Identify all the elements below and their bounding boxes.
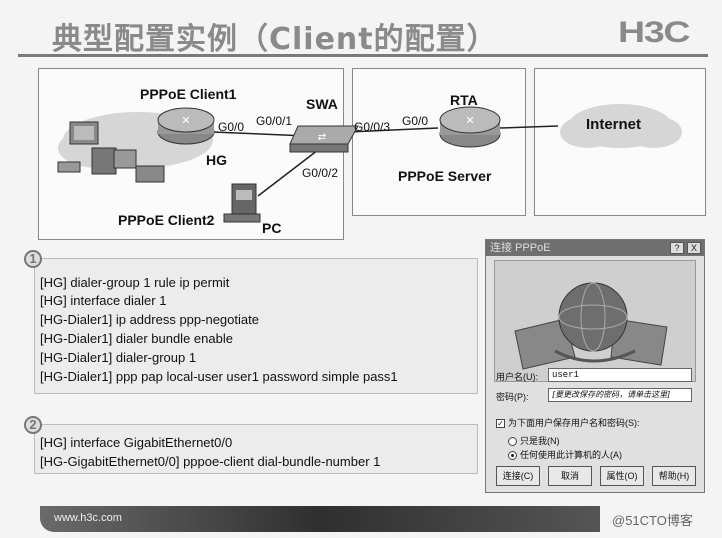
- page-title: 典型配置实例（Client的配置）: [52, 22, 498, 57]
- client1-port-label: G0/0: [218, 120, 245, 134]
- rta-label: RTA: [450, 92, 478, 108]
- dialog-close-button[interactable]: X: [687, 242, 701, 254]
- server-label: PPPoE Server: [398, 168, 492, 184]
- save-credentials-label: 为下面用户保存用户名和密码(S):: [508, 418, 640, 428]
- step2-line: [HG-GigabitEthernet0/0] pppoe-client dia…: [40, 454, 381, 469]
- svg-text:⇄: ⇄: [318, 132, 326, 143]
- dialog-help-button[interactable]: ?: [670, 242, 684, 254]
- radio-me-option[interactable]: 只是我(N): [508, 434, 560, 447]
- username-label: 用户名(U):: [496, 372, 538, 382]
- radio-all-label: 任何使用此计算机的人(A): [520, 450, 622, 460]
- radio-me[interactable]: [508, 437, 517, 447]
- client1-label: PPPoE Client1: [140, 86, 237, 102]
- step1-panel: [34, 258, 478, 394]
- step1-line: [HG-Dialer1] dialer bundle enable: [40, 331, 233, 346]
- properties-button[interactable]: 属性(O): [600, 466, 644, 486]
- swa-label: SWA: [306, 96, 338, 112]
- hg-label: HG: [206, 152, 227, 168]
- help-button[interactable]: 帮助(H): [652, 466, 696, 486]
- radio-all-option[interactable]: 任何使用此计算机的人(A): [508, 448, 622, 461]
- swa-port-2-label: G0/0/2: [302, 166, 339, 180]
- globe-connection-icon: [495, 261, 695, 381]
- cancel-button[interactable]: 取消: [548, 466, 592, 486]
- title-divider: [18, 54, 708, 57]
- step1-line: [HG-Dialer1] ip address ppp-negotiate: [40, 312, 259, 327]
- save-credentials-option[interactable]: ✓为下面用户保存用户名和密码(S):: [496, 416, 640, 429]
- step1-line: [HG-Dialer1] dialer-group 1: [40, 350, 197, 365]
- pc-label: PC: [262, 220, 282, 236]
- server-site-frame: [352, 68, 526, 216]
- swa-port-1-label: G0/0/1: [256, 114, 293, 128]
- router-hg-icon: ✕: [157, 107, 215, 145]
- link-swa-pc: [257, 149, 319, 197]
- link-hg-swa: [212, 131, 309, 137]
- dialog-titlebar: 连接 PPPoE ? X: [486, 240, 704, 256]
- topology-diagram: ✕ ⇄ ✕: [18, 66, 708, 246]
- radio-all[interactable]: [508, 451, 517, 461]
- rta-port-label: G0/0: [402, 114, 429, 128]
- pppoe-connect-dialog: 连接 PPPoE ? X 用户名(U): user1 密码(P): [要更改保存…: [485, 239, 705, 493]
- step1-number: 1: [24, 250, 42, 268]
- step2-line: [HG] interface GigabitEthernet0/0: [40, 435, 233, 450]
- internet-cloud-icon: [560, 104, 682, 148]
- client-devices-icon: [57, 121, 165, 183]
- footer-bar: [40, 506, 600, 532]
- svg-text:✕: ✕: [181, 114, 190, 127]
- username-field[interactable]: user1: [548, 368, 692, 382]
- step2-panel: [34, 424, 478, 474]
- link-swa-rta: [347, 127, 439, 133]
- save-credentials-checkbox[interactable]: ✓: [496, 419, 505, 429]
- swa-port-3-label: G0/0/3: [354, 120, 391, 134]
- link-rta-internet: [499, 125, 559, 129]
- internet-label: Internet: [586, 116, 642, 133]
- client2-label: PPPoE Client2: [118, 212, 215, 228]
- step1-line: [HG-Dialer1] ppp pap local-user user1 pa…: [40, 369, 398, 384]
- switch-swa-icon: ⇄: [289, 125, 359, 153]
- topology-links: ✕ ⇄ ✕: [57, 104, 682, 223]
- step2-number: 2: [24, 416, 42, 434]
- watermark: @51CTO博客: [612, 513, 693, 528]
- dialog-title: 连接 PPPoE: [490, 242, 551, 254]
- password-label: 密码(P):: [496, 392, 529, 402]
- step1-line: [HG] dialer-group 1 rule ip permit: [40, 275, 230, 290]
- svg-text:✕: ✕: [465, 114, 474, 127]
- password-field[interactable]: [要更改保存的密码，请单击这里]: [548, 388, 692, 402]
- h3c-logo: H3C: [618, 16, 691, 49]
- radio-me-label: 只是我(N): [520, 436, 560, 446]
- pc-icon: [223, 183, 261, 223]
- step1-line: [HG] interface dialer 1: [40, 293, 167, 308]
- footer-url[interactable]: www.h3c.com: [54, 512, 122, 524]
- connect-button[interactable]: 连接(C): [496, 466, 540, 486]
- dialog-banner-image: [494, 260, 696, 382]
- router-rta-icon: ✕: [439, 106, 501, 148]
